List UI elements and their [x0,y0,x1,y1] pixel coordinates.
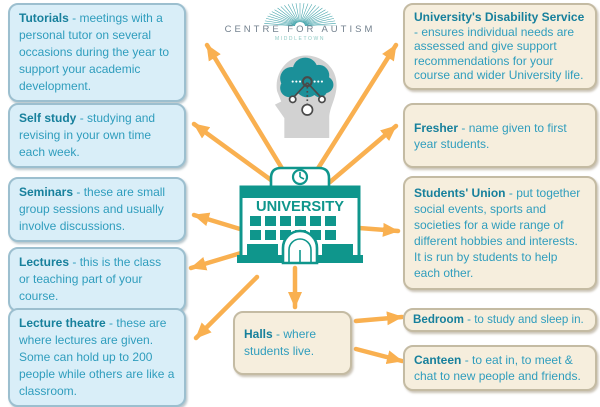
definition-box-students-union: Students' Union - put together social ev… [403,176,597,290]
clock-icon [291,168,309,186]
definition-text: University's Disability Service - ensure… [414,10,586,83]
term-description: - put together social events, sports and… [414,186,581,280]
arrow-to-seminars [191,212,243,232]
definition-text: Students' Union - put together social ev… [414,185,586,281]
logo-title: CENTRE FOR AUTISM [224,24,376,35]
definition-text: Canteen - to eat in, to meet & chat to n… [414,352,586,384]
term-description: - these are where lectures are given. So… [19,316,175,398]
arrow-halls-to-bedroom [353,311,405,326]
university-building-icon: UNIVERSITY [237,166,363,265]
definition-box-bedroom: Bedroom - to study and sleep in. [403,308,597,332]
definition-box-lectures: Lectures - this is the class or teaching… [8,247,186,312]
term-description: - studying and revising in your own time… [19,111,156,159]
definition-box-lecture-theatre: Lecture theatre - these are where lectur… [8,308,186,407]
definition-text: Bedroom - to study and sleep in. [413,312,584,328]
university-label: UNIVERSITY [256,199,344,215]
arrow-to-self-study [191,121,274,183]
definition-box-disability-service: University's Disability Service - ensure… [403,3,597,90]
building-roof-band [241,187,359,198]
term-description: - where students live. [244,327,317,358]
centre-for-autism-logo: CENTRE FOR AUTISM MIDDLETOWN [215,0,385,42]
definition-box-tutorials: Tutorials - meetings with a personal tut… [8,3,186,102]
spirograph-fan-icon [264,3,336,26]
definition-box-halls: Halls - where students live. [233,311,352,375]
brain-icon [280,57,334,98]
head-brain-icon [274,55,337,138]
definition-text: Fresher - name given to first year stude… [414,120,586,152]
term-label: University's Disability Service [414,10,585,24]
term-label: Tutorials [19,11,69,25]
term-label: Students' Union [414,186,506,200]
arrow-to-lecture-theatre [193,274,260,341]
term-label: Canteen [414,353,462,367]
definition-text: Seminars - these are small group session… [19,184,175,235]
term-label: Lecture theatre [19,316,106,330]
brain-dots [291,80,323,83]
term-label: Fresher [414,120,459,135]
term-description: - ensures individual needs are assessed … [414,24,584,83]
definition-text: Tutorials - meetings with a personal tut… [19,10,175,95]
arrow-to-tutorials [204,42,286,173]
definition-text: Halls - where students live. [244,326,341,360]
term-description: - meetings with a personal tutor on seve… [19,11,170,93]
term-label: Self study [19,111,77,125]
arrow-to-students-union [356,222,401,237]
arrow-to-disability-service [314,42,399,173]
term-label: Seminars [19,185,74,199]
arrow-to-lectures [188,250,244,271]
logo-subtitle: MIDDLETOWN [274,36,326,42]
term-description: - to eat in, to meet & chat to new peopl… [414,353,581,383]
term-label: Lectures [19,255,70,269]
definition-box-fresher: Fresher - name given to first year stude… [403,103,597,168]
term-description: - these are small group sessions and usu… [19,185,166,233]
term-description: - to study and sleep in. [467,313,584,326]
term-description: - name given to first year students. [414,120,567,151]
term-label: Halls [244,327,273,341]
building-door [281,229,319,265]
definition-text: Lecture theatre - these are where lectur… [19,315,175,400]
definition-text: Lectures - this is the class or teaching… [19,254,175,305]
arrow-halls-to-canteen [353,346,405,364]
definition-box-canteen: Canteen - to eat in, to meet & chat to n… [403,345,597,391]
definition-box-self-study: Self study - studying and revising in yo… [8,103,186,168]
definition-box-seminars: Seminars - these are small group session… [8,177,186,242]
mind-network-icon [288,76,326,116]
term-description: - this is the class or teaching part of … [19,255,162,303]
term-label: Bedroom [413,313,464,326]
arrow-to-fresher [327,123,399,185]
definition-text: Self study - studying and revising in yo… [19,110,175,161]
